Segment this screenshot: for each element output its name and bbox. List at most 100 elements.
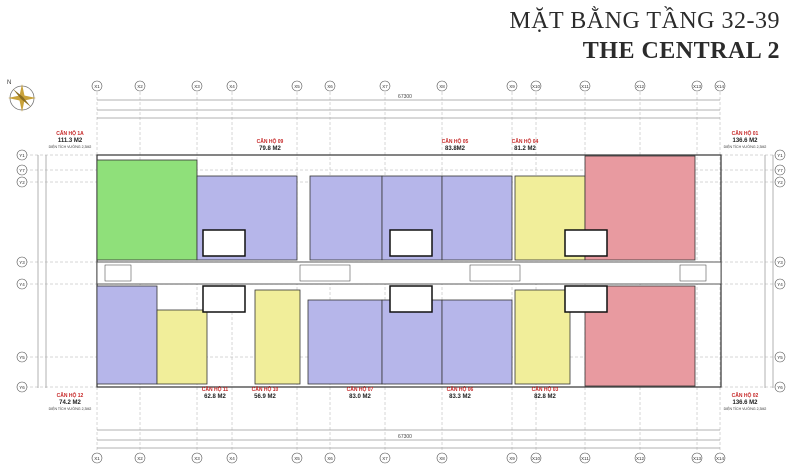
unit-name: CĂN HỘ 10 [252,385,279,393]
unit-name: CĂN HỘ 01 [732,129,759,137]
dimension-lines [37,99,774,449]
unit-area: 74.2 M2 [59,400,81,406]
grid-bubble-x10 [530,80,542,92]
grid-label-x4: X4 [229,84,235,89]
grid-label-x1: X1 [94,456,100,461]
grid-bubble-y4 [774,278,786,290]
grid-bubble-y6 [16,381,28,393]
grid-label-y6: Y6 [19,385,25,390]
grid-label-x8: X8 [439,84,445,89]
grid-bubble-x12 [634,80,646,92]
unit-name: CĂN HỘ 12 [57,391,84,399]
compass-icon: N [7,80,36,112]
grid-bubble-x14 [714,452,726,464]
grid-bubble-x11 [579,452,591,464]
grid-bubble-x9 [506,452,518,464]
unit-area: 136.6 M2 [732,400,758,406]
grid-label-x8: X8 [439,456,445,461]
grid-bubble-y3 [16,256,28,268]
grid-label-x2: X2 [137,84,143,89]
unit-area: 81.2 M2 [514,146,536,152]
unit-area: 79.8 M2 [259,146,281,152]
corridor [96,261,722,285]
grid-bubble-y7 [16,164,28,176]
unit-area: 136.6 M2 [732,138,758,144]
grid-bubble-x6 [324,80,336,92]
grid-bubble-y3 [774,256,786,268]
grid-bubble-x14 [714,80,726,92]
unit-area: 62.8 M2 [204,394,226,400]
grid-bubble-x5 [291,80,303,92]
grid-bubble-x9 [506,80,518,92]
grid-label-x9: X9 [509,84,515,89]
grid-bubble-x4 [226,452,238,464]
grid-label-x5: X5 [294,84,300,89]
unit-area: 82.8 M2 [534,394,556,400]
page-title-floor: MẶT BẰNG TẦNG 32-39 [509,8,780,34]
grid-bubble-x7 [379,452,391,464]
dimension-total-top: 67300 [398,94,412,100]
grid-label-x11: X11 [581,84,589,89]
grid-label-x13: X13 [693,84,702,89]
grid-label-y1: Y1 [19,153,25,158]
unit-name: CĂN HỘ 07 [347,385,374,393]
grid-bubble-x1 [91,80,103,92]
grid-label-x14: X14 [716,84,725,89]
grid-bubble-y1 [16,149,28,161]
grid-bubble-y1 [774,149,786,161]
grid-bubble-y2 [774,176,786,188]
grid-label-x11: X11 [581,456,589,461]
grid-label-y3: Y3 [777,260,783,265]
grid-bubble-x10 [530,452,542,464]
grid-bubble-x6 [324,452,336,464]
grid-label-x2: X2 [137,456,143,461]
grid-bubble-x3 [191,452,203,464]
grid-label-x3: X3 [194,84,200,89]
grid-bubble-x2 [134,452,146,464]
unit-08 [309,175,383,261]
unit-1A [96,159,198,261]
unit-garden-note: DIỆN TÍCH VƯỜNG 2,3M2 [724,406,767,411]
grid-bubble-x2 [134,80,146,92]
grid-bubble-x13 [691,80,703,92]
grid-bubble-x5 [291,452,303,464]
grid-label-x10: X10 [532,84,541,89]
grid-label-x7: X7 [382,456,388,461]
grid-label-y4: Y4 [777,282,783,287]
grid-label-y6: Y6 [777,385,783,390]
grid-label-x5: X5 [294,456,300,461]
grid-bubble-x11 [579,80,591,92]
dimension-total-bottom: 67300 [398,434,412,440]
unit-name: CĂN HỘ 02 [732,391,759,399]
grid-label-x6: X6 [327,456,333,461]
grid-label-x14: X14 [716,456,725,461]
grid-label-x12: X12 [636,456,645,461]
grid-label-x6: X6 [327,84,333,89]
unit-05 [441,175,513,261]
stair-cores [104,264,707,282]
grid-bubble-x7 [379,80,391,92]
unit-name: CĂN HỘ 11 [202,385,229,393]
grid-label-y4: Y4 [19,282,25,287]
grid-bubble-x12 [634,452,646,464]
unit-name: CĂN HỘ 09 [257,137,284,145]
unit-07 [307,299,383,385]
grid-label-x10: X10 [532,456,541,461]
building-cores [202,229,608,313]
grid-label-x13: X13 [693,456,702,461]
page-title-project: THE CENTRAL 2 [582,38,780,64]
unit-garden-note: DIỆN TÍCH VƯỜNG 2,3M2 [49,406,92,411]
grid-label-y2: Y2 [777,180,783,185]
grid-bubble-y4 [16,278,28,290]
grid-bubble-x8 [436,452,448,464]
grid-bubble-x8 [436,80,448,92]
unit-name: CĂN HỘ 04 [512,137,539,145]
